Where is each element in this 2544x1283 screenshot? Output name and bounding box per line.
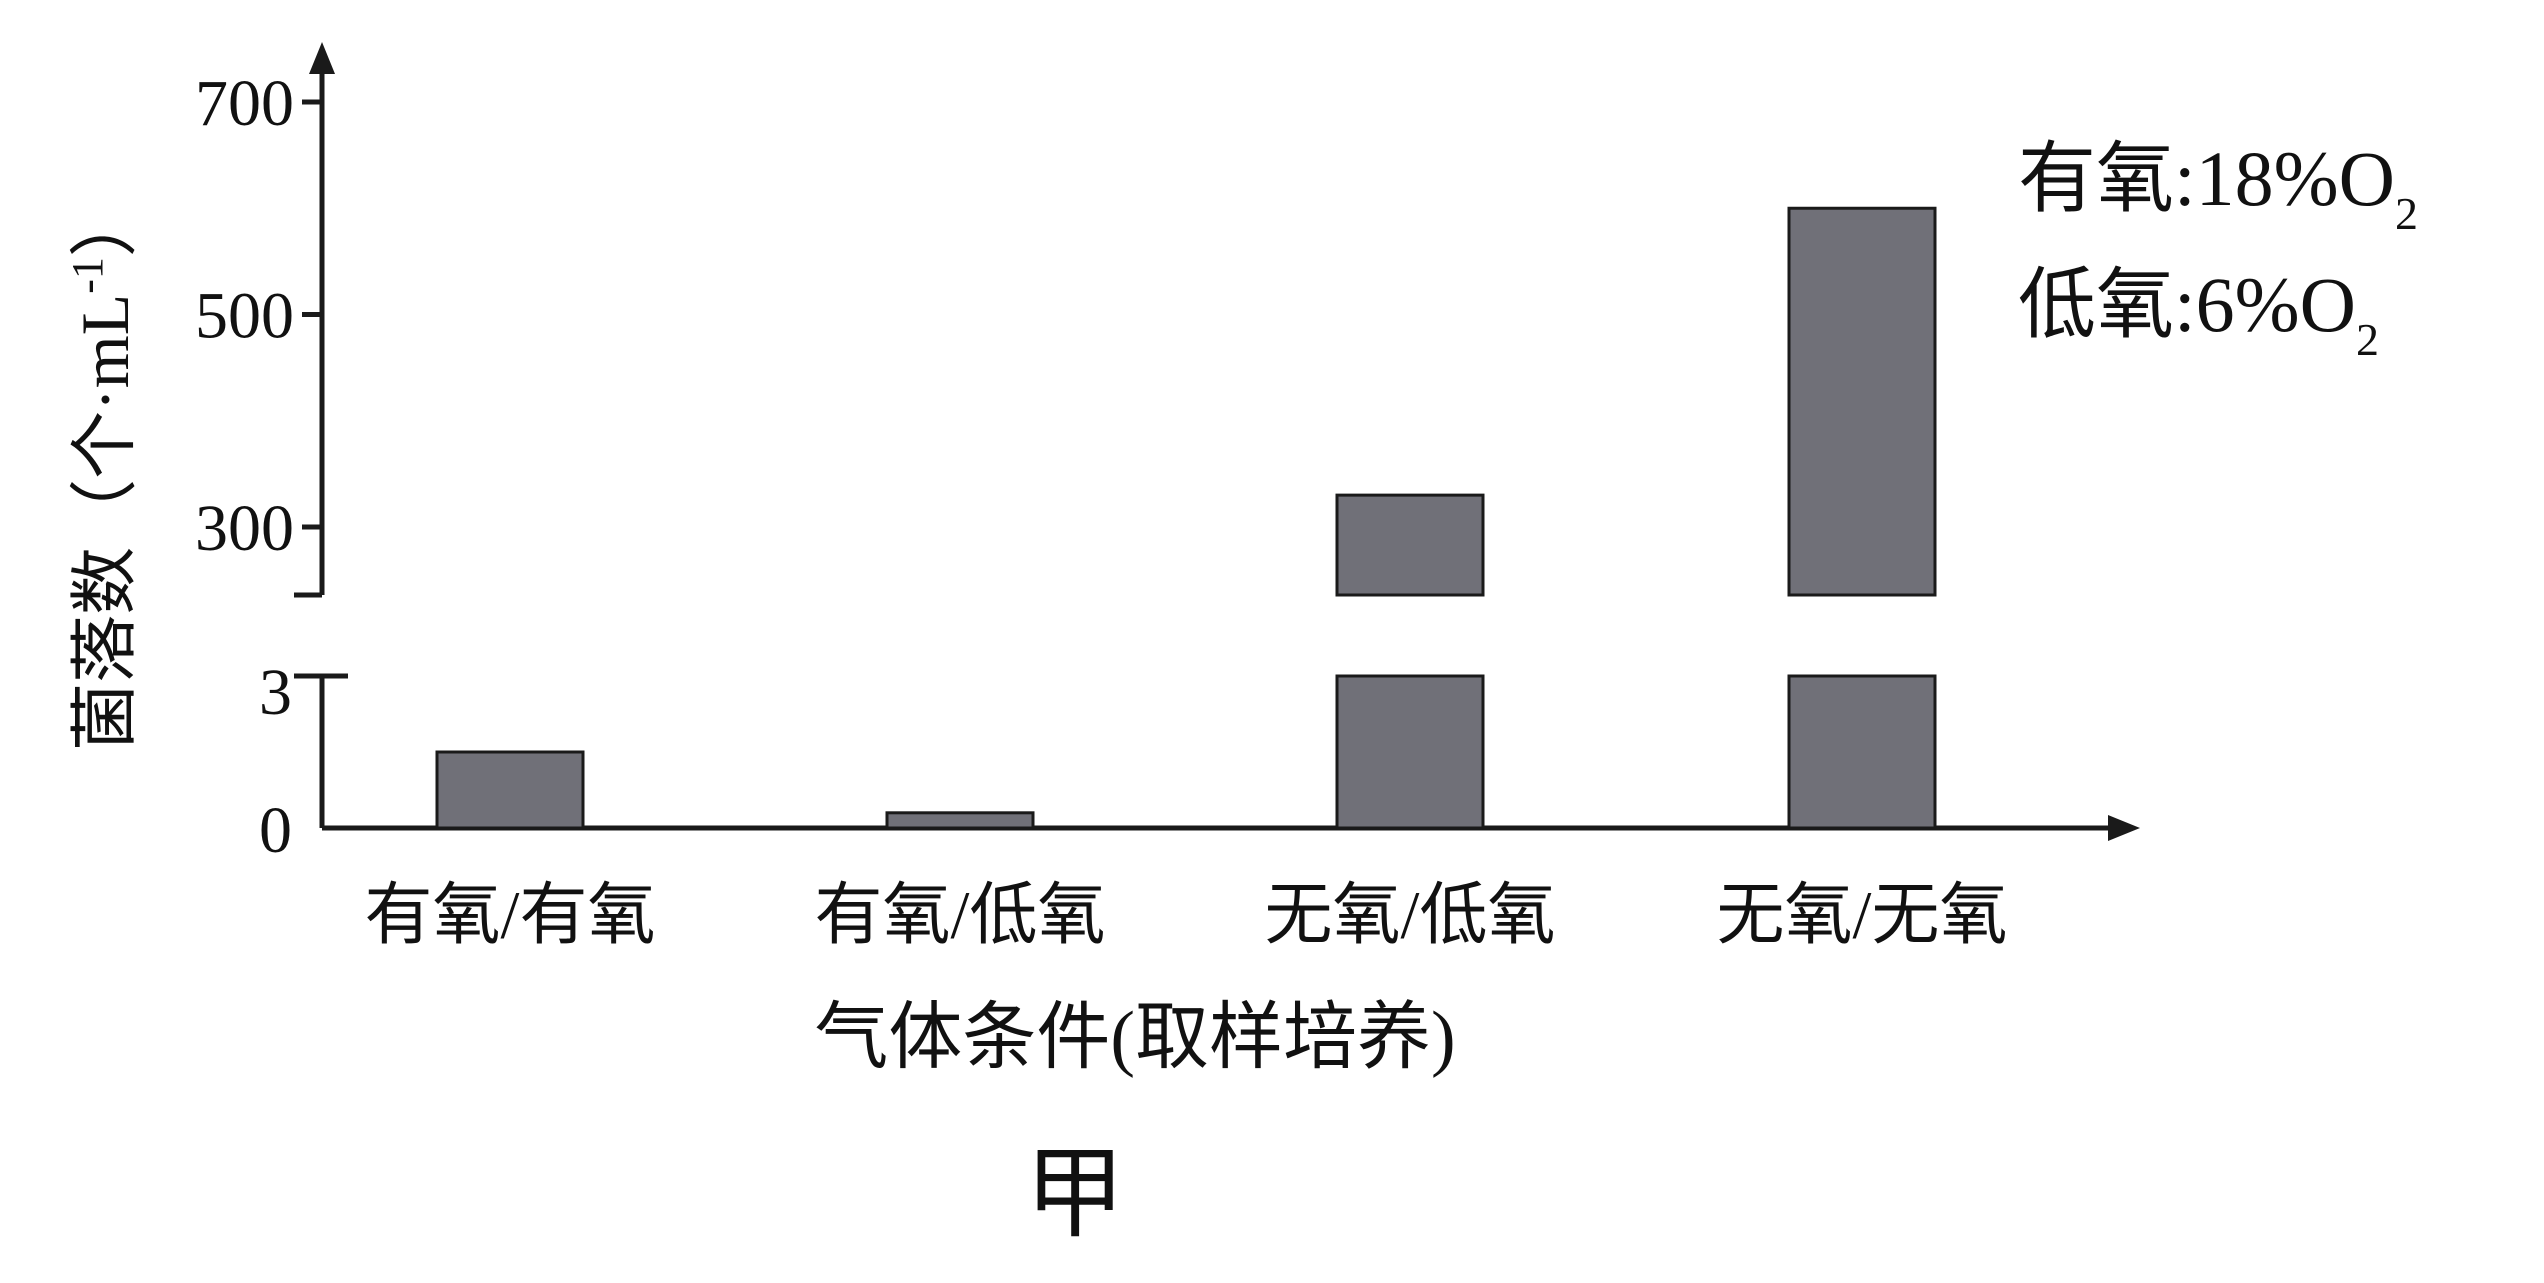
- y-tick-label-3: 3: [259, 656, 292, 729]
- bar-3-upper: [1787, 206, 1937, 597]
- legend-entry-0: 有氧:18%O2: [2018, 135, 2418, 239]
- x-tick-label-1: 有氧/低氧: [815, 877, 1106, 953]
- y-axis-arrow: [309, 42, 335, 74]
- y-tick-label-500: 500: [195, 280, 294, 353]
- bar-2-upper: [1335, 493, 1485, 597]
- y-axis-title: 菌落数（个·mL-1）: [63, 189, 143, 751]
- y-tick-label-300: 300: [195, 492, 294, 565]
- legend-entry-1: 低氧:6%O2: [2018, 261, 2379, 365]
- bar-0: [435, 750, 585, 830]
- x-tick-label-0: 有氧/有氧: [365, 877, 656, 953]
- x-axis-title: 气体条件(取样培养): [814, 997, 1455, 1079]
- bar-1: [885, 811, 1035, 830]
- x-tick-label-2: 无氧/低氧: [1265, 877, 1556, 953]
- bar-2-lower: [1335, 674, 1485, 830]
- bar-3-lower: [1787, 674, 1937, 830]
- y-tick-label-700: 700: [195, 67, 294, 140]
- y-tick-label-0: 0: [259, 794, 292, 867]
- y-axis-title-text: 菌落数（个·mL-1）: [63, 189, 143, 751]
- panel-label: 甲: [1025, 1139, 1125, 1250]
- x-tick-label-3: 无氧/无氧: [1717, 877, 2008, 953]
- x-axis-arrow: [2108, 815, 2140, 841]
